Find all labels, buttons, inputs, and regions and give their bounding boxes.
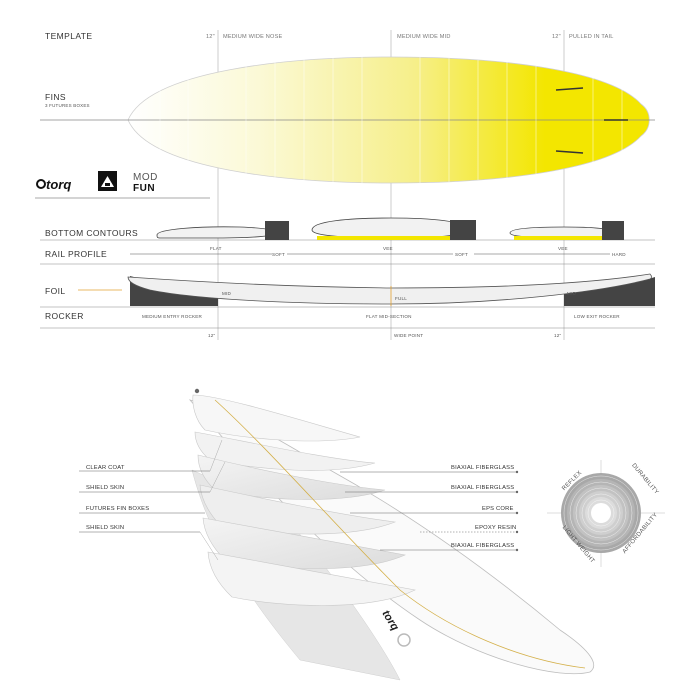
foil-title: FOIL [45, 286, 66, 296]
bottom-contours-title: BOTTOM CONTOURS [45, 228, 138, 238]
fins-title: FINS [45, 92, 66, 102]
rocker-label-exit: LOW EXIT ROCKER [574, 314, 620, 319]
wheel-center [591, 503, 611, 523]
right-layer-label-1: BIAXIAL FIBERGLASS [451, 465, 514, 471]
layer-shield-skin-1 [194, 431, 376, 471]
mid-contour-block [450, 220, 476, 240]
flat-contour-shape [156, 226, 277, 239]
model-line-2: FUN [133, 183, 155, 194]
model-line-1: MOD [133, 172, 158, 183]
rocker-label-mid: FLAT MID-SECTION [366, 314, 412, 319]
right-layer-label-5: BIAXIAL FIBERGLASS [451, 543, 514, 549]
template-section: TEMPLATE 12" MEDIUM WIDE NOSE MEDIUM WID… [40, 30, 655, 340]
foil-board-profile [127, 273, 652, 305]
tail-contour-block [602, 221, 624, 240]
layer-clear-coat [192, 394, 361, 442]
tail-vee-highlight [514, 236, 610, 240]
layer-fiberglass-2 [202, 517, 407, 570]
rocker-label-entry: MEDIUM ENTRY ROCKER [142, 314, 203, 319]
rail-profile-title: RAIL PROFILE [45, 249, 107, 259]
tail-logo-ring-icon [397, 633, 411, 647]
mid-vee-contour-shape [311, 217, 469, 239]
rail-profile-section: RAIL PROFILE SOFT SOFT HARD [40, 249, 655, 265]
tail-inch-label: 12" [552, 34, 561, 40]
wheel-label-durability: DURABILITY [630, 463, 659, 496]
contour-label-mid: VEE [383, 246, 393, 251]
right-layer-label-3: EPS CORE [482, 506, 514, 512]
tail-logo-text: torq [379, 608, 401, 633]
nose-contour-block [265, 221, 289, 240]
foil-label-mid: FULL [395, 296, 407, 301]
rocker-bottom-mid: WIDE POINT [394, 333, 423, 338]
contour-label-nose: FLAT [210, 246, 222, 251]
rail-label-3: HARD [612, 252, 626, 257]
foil-section: FOIL MID FULL MID [40, 273, 655, 308]
performance-wheel: REFLEX DURABILITY AFFORDABILITY LIGHT WE… [547, 460, 665, 567]
left-layer-label-2: SHIELD SKIN [86, 485, 124, 491]
foil-label-tail: MID [567, 291, 577, 296]
layer-shield-skin-2 [207, 551, 416, 606]
foil-label-nose: MID [222, 291, 232, 296]
left-layer-labels: CLEAR COAT SHIELD SKIN FUTURES FIN BOXES… [79, 439, 226, 561]
torq-logo: torq [46, 177, 71, 192]
contour-label-tail: VEE [558, 246, 568, 251]
right-layer-label-2: BIAXIAL FIBERGLASS [451, 485, 514, 491]
layer-fiberglass-1 [197, 454, 386, 500]
board-section-lines [159, 57, 623, 183]
left-layer-label-3: FUTURES FIN BOXES [86, 506, 149, 512]
right-layer-labels: BIAXIAL FIBERGLASS BIAXIAL FIBERGLASS EP… [340, 465, 519, 552]
nose-inch-label: 12" [206, 34, 215, 40]
left-layer-label-4: SHIELD SKIN [86, 525, 124, 531]
branding: torq MOD FUN [35, 171, 210, 199]
template-title: TEMPLATE [45, 31, 92, 41]
layer-eps-core [199, 484, 397, 535]
leash-plug-icon [194, 388, 200, 394]
construction-stringer [214, 399, 586, 669]
fins-subtitle: 3 FUTURES BOXES [45, 103, 90, 108]
mountain-icon [101, 176, 114, 187]
mid-label: MEDIUM WIDE MID [397, 34, 451, 40]
left-fin-box [555, 87, 584, 91]
rail-label-1: SOFT [272, 252, 285, 257]
foil-tail-block [564, 277, 655, 306]
rail-label-2: SOFT [455, 252, 468, 257]
bottom-contours-section: BOTTOM CONTOURS FLAT VEE VEE [40, 217, 655, 251]
rocker-bottom-left: 12" [208, 333, 216, 338]
rocker-title: ROCKER [45, 311, 84, 321]
rocker-section: ROCKER MEDIUM ENTRY ROCKER FLAT MID-SECT… [40, 311, 655, 338]
right-fin-box [555, 150, 584, 154]
torq-logo-mark-icon [36, 179, 46, 189]
mid-vee-highlight [317, 236, 463, 240]
left-layer-label-1: CLEAR COAT [86, 465, 125, 471]
construction-diagram: torq CLEAR COAT SHIELD SKIN FUTURES FIN … [79, 388, 595, 681]
rocker-bottom-right: 12" [554, 333, 562, 338]
nose-label: MEDIUM WIDE NOSE [223, 34, 283, 40]
tail-logo: torq [379, 608, 401, 633]
right-layer-label-4: EPOXY RESIN [475, 525, 516, 531]
tail-label: PULLED IN TAIL [569, 34, 614, 40]
